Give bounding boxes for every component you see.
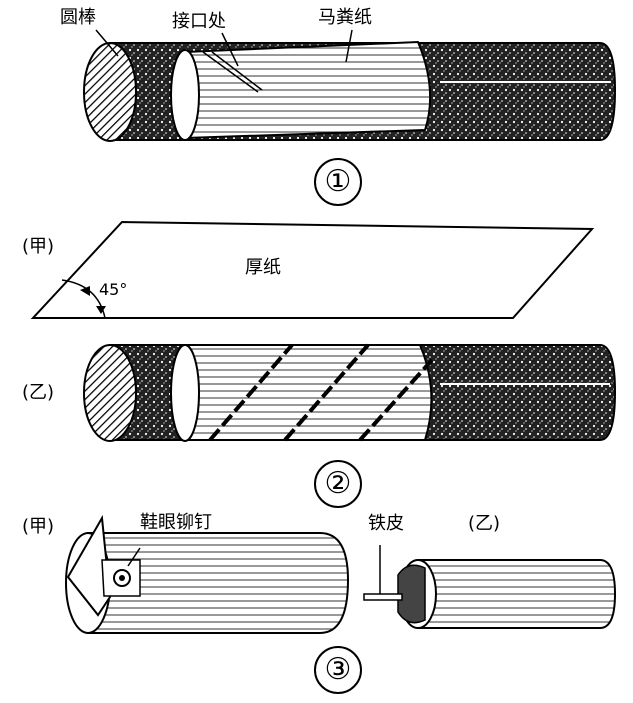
label-part-b: (乙) — [22, 382, 55, 403]
figure-number-2: ② — [314, 460, 362, 508]
label-part-a: (甲) — [22, 236, 55, 257]
label-cardboard: 厚纸 — [245, 257, 281, 278]
label-tin-sheet: 铁皮 — [368, 513, 404, 534]
label-strawboard-paper: 马粪纸 — [318, 7, 372, 28]
label-part-a-fig3: (甲) — [22, 516, 55, 537]
figure-number-3: ③ — [314, 646, 362, 694]
fig2-spiral-tube — [170, 343, 434, 442]
label-round-rod: 圆棒 — [60, 7, 96, 28]
fig2-cardboard-sheet — [30, 220, 595, 319]
fig3-tube-b — [363, 545, 617, 629]
label-part-b-fig3: (乙) — [468, 513, 501, 534]
fig1-paper-tube — [170, 40, 432, 141]
label-angle: 45° — [99, 280, 128, 299]
label-shoe-eyelet-rivet: 鞋眼铆钉 — [140, 512, 212, 533]
fig1-leader-lines — [95, 29, 353, 67]
figure-number-1: ① — [314, 158, 362, 206]
fig3-tube-a — [65, 514, 350, 634]
label-joint: 接口处 — [172, 11, 226, 32]
